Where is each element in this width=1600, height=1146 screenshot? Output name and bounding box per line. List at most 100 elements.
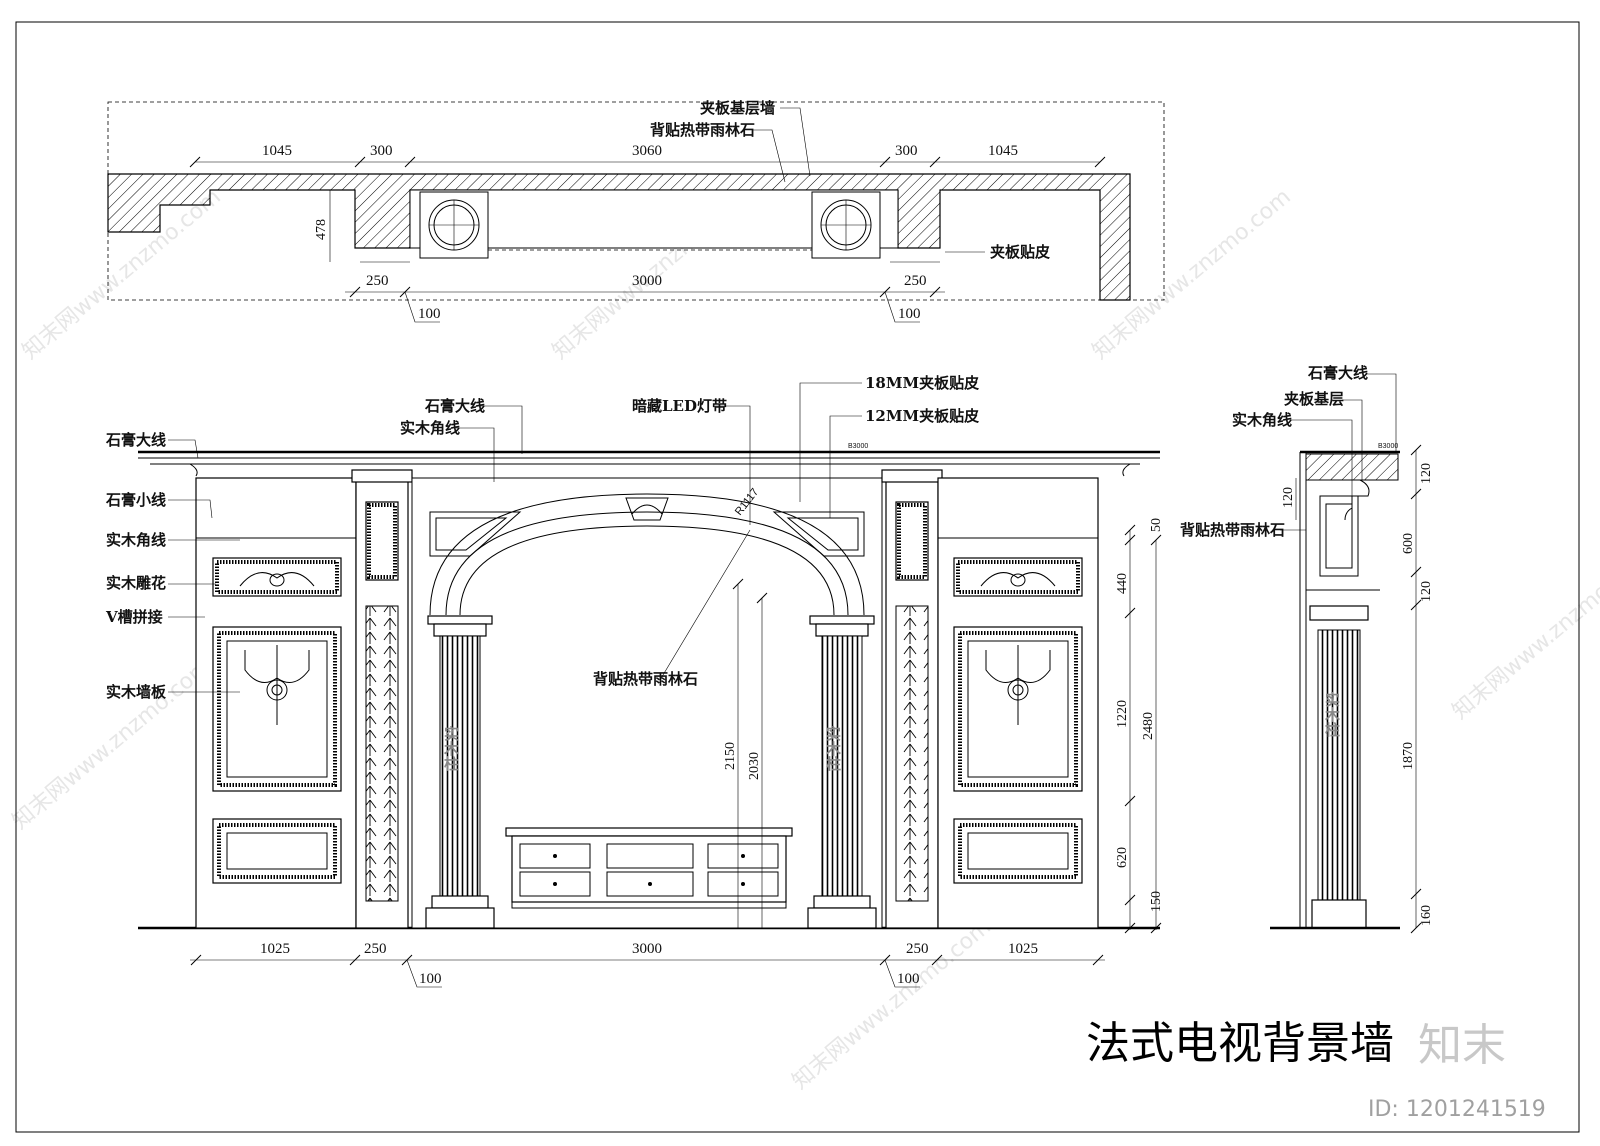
- sheet-border: [15, 21, 1580, 1133]
- elev-dim-total: 2480: [1141, 712, 1156, 740]
- spandrel-panel-left: [429, 511, 522, 557]
- section-column: [1317, 629, 1361, 901]
- pilaster-vine: [365, 605, 399, 902]
- leader: [480, 405, 523, 454]
- column-left: [425, 615, 495, 929]
- elev-dim-bottom: 1025: [260, 941, 290, 957]
- pilaster-rosette: [895, 501, 929, 581]
- keystone-shell: [631, 504, 663, 515]
- watermark-text: 知末网www.znzmo.com: [8, 654, 216, 834]
- section-label-wood-corner: 实木角线: [1232, 411, 1292, 429]
- leader: [168, 439, 199, 459]
- plan-dim-depth: 478: [314, 219, 329, 240]
- plan-dim-top: 300: [895, 143, 918, 159]
- wall-panel-right-upper-inner: [958, 631, 1078, 787]
- label-18mm-veneer: 18MM夹板贴皮: [865, 374, 979, 392]
- column-label-left: 实木柱: [442, 725, 460, 771]
- section-dim-right: 120: [1419, 463, 1434, 484]
- sconce-right: [985, 645, 1051, 725]
- dim-ticks: [189, 156, 1106, 168]
- plan-dim-offset: 100: [898, 306, 921, 322]
- section-label-plaster: 石膏大线: [1307, 364, 1368, 382]
- section-dim-left: 120: [1281, 487, 1296, 508]
- cornice-moulding: [189, 463, 1131, 477]
- carved-panel-right-inner: [956, 560, 1080, 594]
- pilaster-cap: [881, 469, 943, 483]
- section-cornice-tag: B3000: [1378, 443, 1398, 450]
- elev-dim-arch-height: 2150: [723, 742, 738, 770]
- spandrel-panel-right: [772, 511, 865, 557]
- elev-dim-right: 50: [1149, 518, 1164, 532]
- leader-100: [406, 959, 442, 988]
- leader: [1342, 399, 1363, 480]
- elev-dim-offset: 100: [897, 971, 920, 987]
- wall-panel-inset: [226, 640, 328, 778]
- elev-dim-bottom: 1025: [1008, 941, 1038, 957]
- section-panel-box: [1319, 495, 1359, 577]
- leader: [456, 427, 495, 482]
- plan-label-veneer: 夹板贴皮: [990, 243, 1050, 261]
- pilaster-rosette: [365, 501, 399, 581]
- label-led-strip: 暗藏LED灯带: [632, 397, 727, 415]
- carving-ornament: [980, 572, 1056, 587]
- elev-dim-bottom: 250: [906, 941, 929, 957]
- carved-panel-right: [953, 557, 1083, 597]
- column-right: [807, 615, 877, 929]
- section-label-base-layer: 夹板基层: [1284, 390, 1344, 408]
- leader: [715, 405, 751, 525]
- carving-ornament: [239, 572, 315, 587]
- carving-ornament: [1010, 573, 1026, 587]
- plan-dim-top: 1045: [262, 143, 292, 159]
- wall-panel-inset: [967, 640, 1069, 778]
- leader: [1366, 373, 1397, 452]
- pilaster-vine: [895, 605, 929, 902]
- plan-label-base-wall: 夹板基层墙: [700, 99, 775, 117]
- plan-dim-top: 300: [370, 143, 393, 159]
- plan-dim-bottom: 250: [366, 273, 389, 289]
- spandrel-panel-inset: [786, 517, 859, 551]
- watermark-text: 知末网www.znzmo.com: [1448, 544, 1600, 724]
- plan-label-back-stone: 背贴热带雨林石: [650, 121, 755, 139]
- leader-base-wall: [780, 107, 811, 177]
- section-dim-right: 600: [1401, 533, 1416, 554]
- label-plaster-cornice: 石膏大线: [105, 431, 166, 449]
- carving-ornament: [269, 573, 285, 587]
- pilaster-rosette-inner: [367, 503, 397, 579]
- image-id: ID: 1201241519: [1368, 1097, 1546, 1122]
- carved-panel-left: [212, 557, 342, 597]
- label-wood-corner-top: 实木角线: [400, 419, 460, 437]
- column-label-right: 实木柱: [824, 725, 842, 771]
- elev-dim-arch-height: 2030: [747, 752, 762, 780]
- dim-ticks: [1124, 524, 1162, 934]
- leader-back-stone: [752, 129, 786, 183]
- label-wood-carving: 实木雕花: [106, 574, 166, 592]
- label-v-groove: V槽拼接: [105, 608, 163, 626]
- section-column-label: 实木柱: [1323, 691, 1341, 737]
- pilaster-cap: [351, 469, 413, 483]
- tv-cabinet: [505, 827, 793, 909]
- brand-logo: 知末: [1418, 1020, 1506, 1071]
- elev-dim-right: 440: [1115, 573, 1130, 594]
- section-dim-right: 1870: [1401, 742, 1416, 770]
- elev-dim-bottom: 3000: [632, 941, 662, 957]
- elev-dim-offset: 100: [419, 971, 442, 987]
- leader: [799, 382, 862, 502]
- pilaster-rosette-inner: [897, 503, 927, 579]
- wall-panel-inset: [967, 832, 1069, 870]
- dim-ticks: [732, 578, 768, 604]
- section-capital: [1309, 605, 1369, 621]
- spandrel-panel-inset: [435, 517, 508, 551]
- elev-dim-bottom: 250: [364, 941, 387, 957]
- label-back-stone: 背贴热带雨林石: [593, 670, 698, 688]
- dim-ticks: [1410, 444, 1422, 934]
- label-plaster-cornice-top: 石膏大线: [424, 397, 485, 415]
- keystone-shell: [625, 497, 669, 521]
- cornice-tag: B3000: [848, 443, 868, 450]
- arch-curve: [459, 525, 835, 616]
- side-section: 实木柱 石膏大线 夹板基层 实木角线 背贴热带雨林石 B3000 120 120…: [1180, 364, 1434, 934]
- elev-dim-right: 150: [1149, 891, 1164, 912]
- section-dim-right: 160: [1419, 905, 1434, 926]
- carved-panel-left-inner: [215, 560, 339, 594]
- plan-dim-bottom: 250: [904, 273, 927, 289]
